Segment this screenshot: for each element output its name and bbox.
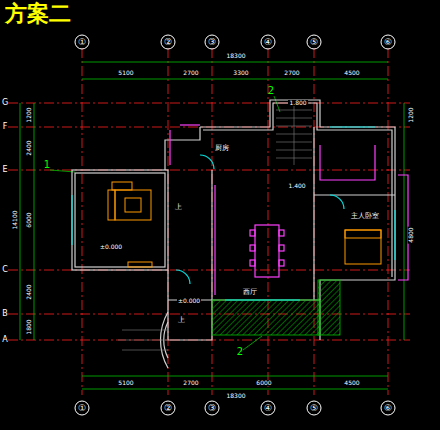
- dimension: 4500: [343, 70, 360, 76]
- axis-number: ②: [164, 404, 172, 413]
- callout-number: 1: [44, 160, 50, 170]
- dimension: 5100: [117, 380, 134, 386]
- drawing-title: 方案二: [5, 3, 71, 25]
- dimension: 2400: [26, 283, 32, 300]
- axis-letter: E: [2, 166, 7, 174]
- dimension: 18300: [225, 53, 246, 59]
- dimension: 2700: [182, 70, 199, 76]
- dimension: 6000: [255, 380, 272, 386]
- room-name: 厨房: [215, 145, 229, 152]
- axis-number: ⑤: [310, 38, 318, 47]
- dimension: 6000: [26, 211, 32, 228]
- room-name: 主人卧室: [351, 213, 379, 220]
- elevation: 1.400: [287, 183, 306, 189]
- dimension: 1800: [26, 318, 32, 335]
- axis-letter: G: [2, 99, 8, 107]
- dimension: 3300: [232, 70, 249, 76]
- elevation: ±0.000: [177, 298, 201, 304]
- dimension: 1200: [26, 106, 32, 123]
- room-name: 西厅: [243, 289, 257, 296]
- axis-number: ③: [208, 404, 216, 413]
- axis-letter: C: [2, 266, 8, 274]
- elevation: 1.800: [288, 100, 307, 106]
- dimension: 1200: [408, 106, 414, 123]
- dimension: 18300: [225, 393, 246, 399]
- dimension: 5100: [117, 70, 134, 76]
- dimension: 2700: [283, 70, 300, 76]
- stair-note: 上: [178, 317, 185, 324]
- axis-number: ⑥: [384, 404, 392, 413]
- dimension: 2700: [182, 380, 199, 386]
- axis-number: ⑥: [384, 38, 392, 47]
- axis-number: ②: [164, 38, 172, 47]
- elevation: ±0.000: [99, 244, 123, 250]
- dimension: 4500: [343, 380, 360, 386]
- axis-letter: B: [2, 310, 8, 318]
- axis-number: ⑤: [310, 404, 318, 413]
- axis-letter: F: [3, 123, 8, 131]
- axis-letter: A: [2, 336, 7, 344]
- stair-note: 上: [175, 204, 182, 211]
- axis-number: ③: [208, 38, 216, 47]
- dimension: 2400: [26, 139, 32, 156]
- callout-number: 2: [237, 347, 243, 357]
- dimension: 4800: [408, 226, 414, 243]
- axis-number: ①: [78, 404, 86, 413]
- axis-number: ④: [264, 404, 272, 413]
- axis-number: ①: [78, 38, 86, 47]
- axis-number: ④: [264, 38, 272, 47]
- callout-number: 2: [268, 86, 274, 96]
- dimension: 14100: [12, 209, 18, 230]
